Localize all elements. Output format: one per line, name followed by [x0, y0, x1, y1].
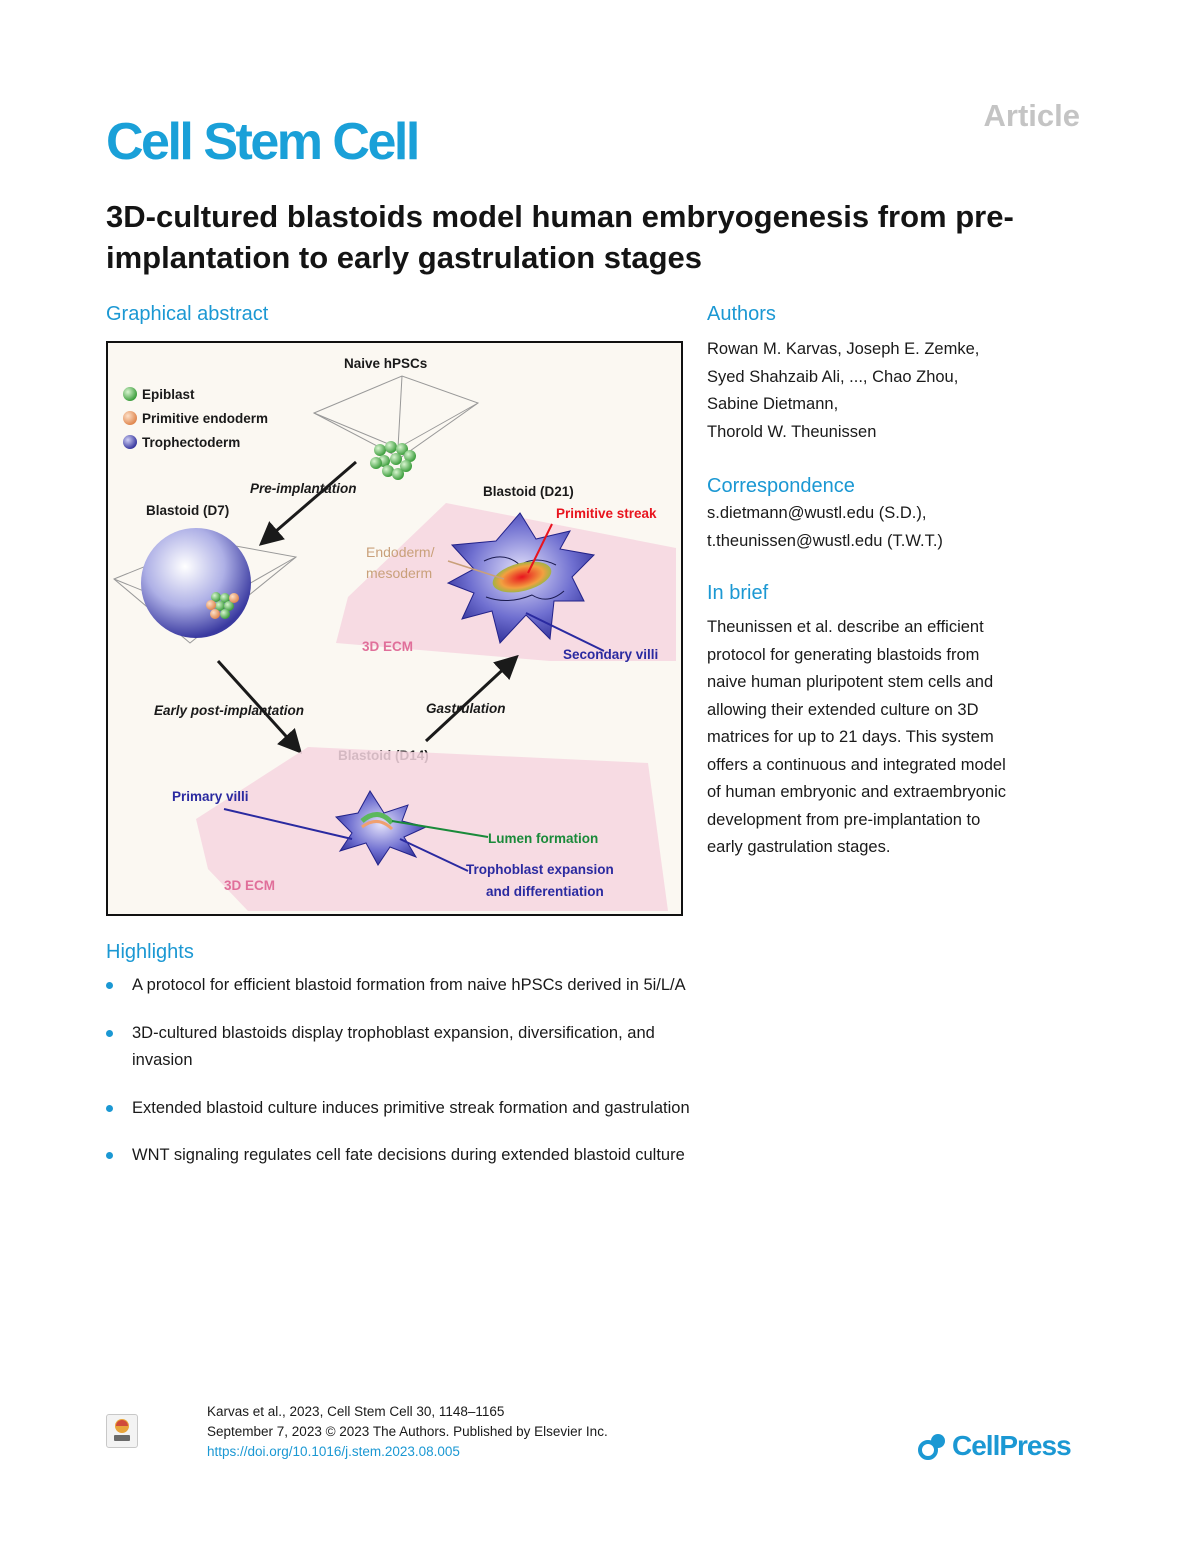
paper-title: 3D-cultured blastoids model human embryo…: [106, 199, 1014, 275]
trophoblast-label-line1: Trophoblast expansion: [466, 862, 614, 877]
in-brief-line: early gastrulation stages.: [707, 838, 891, 856]
endoderm-label-line2: mesoderm: [366, 565, 432, 581]
article-type-label: Article: [983, 98, 1080, 133]
in-brief-line: Theunissen et al. describe an efficient: [707, 618, 984, 636]
early-post-implantation-label: Early post-implantation: [154, 703, 304, 718]
correspondence-email[interactable]: s.dietmann@wustl.edu (S.D.),: [707, 504, 927, 522]
legend-trophectoderm-swatch: [123, 435, 137, 449]
doi-link[interactable]: https://doi.org/10.1016/j.stem.2023.08.0…: [207, 1444, 460, 1459]
secondary-villi-pointer: [525, 612, 605, 652]
in-brief-line: matrices for up to 21 days. This system: [707, 728, 994, 746]
highlight-item: WNT signaling regulates cell fate decisi…: [106, 1142, 696, 1170]
primitive-streak-pointer: [527, 523, 553, 574]
highlights-list: A protocol for efficient blastoid format…: [106, 972, 696, 1170]
primitive-streak-label: Primitive streak: [556, 506, 657, 521]
pre-implantation-arrow: [258, 460, 357, 546]
journal-logo[interactable]: Cell Stem Cell: [106, 113, 420, 171]
gastrulation-label: Gastrulation: [426, 701, 506, 716]
highlight-item: A protocol for efficient blastoid format…: [106, 972, 696, 1000]
highlight-text: WNT signaling regulates cell fate decisi…: [132, 1146, 685, 1164]
cellpress-icon: [918, 1434, 945, 1460]
highlights-section: A protocol for efficient blastoid format…: [106, 972, 696, 1190]
in-brief-line: offers a continuous and integrated model: [707, 755, 1006, 774]
in-brief-line: of human embryonic and extraembryonic: [707, 783, 1006, 801]
citation-block: Karvas et al., 2023, Cell Stem Cell 30, …: [207, 1402, 608, 1462]
primary-villi-pointer: [223, 808, 353, 840]
authors-list: Rowan M. Karvas, Joseph E. Zemke, Syed S…: [707, 336, 1107, 446]
bullet-icon: [106, 982, 113, 989]
highlights-heading: Highlights: [106, 941, 194, 963]
cellpress-logo[interactable]: CellPress: [918, 1426, 1072, 1466]
highlight-item: 3D-cultured blastoids display trophoblas…: [106, 1020, 696, 1075]
primary-villi-label: Primary villi: [172, 789, 249, 804]
citation-line: Karvas et al., 2023, Cell Stem Cell 30, …: [207, 1404, 505, 1419]
correspondence-email[interactable]: t.theunissen@wustl.edu (T.W.T.): [707, 531, 943, 550]
cellpress-wordmark: CellPress: [952, 1430, 1072, 1461]
primitive-streak-region: [492, 561, 552, 593]
blastoid-d7-inner-cell-mass: [206, 592, 239, 619]
blastoid-d14-epiblast-disc: [360, 812, 394, 831]
secondary-villi-label: Secondary villi: [563, 647, 658, 662]
author-line[interactable]: Thorold W. Theunissen: [707, 422, 877, 441]
in-brief-line: allowing their extended culture on 3D: [707, 700, 979, 719]
correspondence-list: s.dietmann@wustl.edu (S.D.), t.theunisse…: [707, 500, 1107, 555]
ecm-plane-bottom: [196, 747, 668, 911]
authors-heading: Authors: [707, 303, 776, 325]
early-post-implantation-arrow: [216, 659, 303, 754]
highlight-text: Extended blastoid culture induces primit…: [132, 1098, 690, 1117]
author-line[interactable]: Sabine Dietmann,: [707, 395, 839, 413]
bullet-icon: [106, 1029, 113, 1037]
endoderm-pointer: [447, 560, 505, 580]
endoderm-label-line1: Endoderm/: [366, 544, 435, 560]
pre-implantation-label: Pre-implantation: [250, 481, 357, 496]
gastrulation-arrow: [424, 654, 519, 743]
blastoid-d21-label: Blastoid (D21): [483, 484, 574, 499]
highlight-text: A protocol for efficient blastoid format…: [132, 976, 686, 994]
naive-hpscs-label: Naive hPSCs: [344, 356, 427, 371]
legend-epiblast-label: Epiblast: [142, 387, 195, 402]
lumen-formation-label: Lumen formation: [488, 831, 598, 846]
bullet-icon: [106, 1152, 113, 1159]
in-brief-line: naive human pluripotent stem cells and: [707, 673, 994, 691]
blastoid-d14-body: [334, 790, 428, 866]
highlight-item: Extended blastoid culture induces primit…: [106, 1095, 696, 1123]
legend-epiblast-swatch: [123, 387, 137, 401]
publication-date-line: September 7, 2023 © 2023 The Authors. Pu…: [207, 1424, 608, 1439]
graphical-abstract-heading: Graphical abstract: [106, 303, 269, 325]
highlight-text: 3D-cultured blastoids display trophoblas…: [132, 1023, 655, 1070]
lumen-pointer: [391, 820, 489, 838]
check-for-updates-icon[interactable]: [106, 1414, 138, 1448]
legend-trophectoderm-label: Trophectoderm: [142, 435, 240, 450]
blastoid-d7-label: Blastoid (D7): [146, 503, 229, 518]
legend-primitive-endoderm-swatch: [123, 411, 137, 425]
in-brief-line: protocol for generating blastoids from: [707, 645, 980, 664]
blastoid-d7-sphere: [141, 528, 251, 638]
in-brief-line: development from pre-implantation to: [707, 810, 981, 829]
naive-hpsc-colony: [370, 441, 416, 480]
bullet-icon: [106, 1104, 113, 1112]
correspondence-heading: Correspondence: [707, 475, 855, 497]
legend-primitive-endoderm-label: Primitive endoderm: [142, 411, 268, 426]
trophoblast-pointer: [399, 838, 469, 872]
author-line[interactable]: Syed Shahzaib Ali, ..., Chao Zhou,: [707, 367, 959, 386]
author-line[interactable]: Rowan M. Karvas, Joseph E. Zemke,: [707, 340, 980, 358]
ecm-bottom-label: 3D ECM: [224, 878, 275, 893]
trophoblast-label-line2: and differentiation: [486, 884, 604, 899]
ecm-top-label: 3D ECM: [362, 639, 413, 654]
graphical-abstract-figure: Epiblast Primitive endoderm Trophectoder…: [106, 341, 683, 916]
in-brief-heading: In brief: [707, 582, 769, 604]
in-brief-text: Theunissen et al. describe an efficient …: [707, 614, 1107, 862]
